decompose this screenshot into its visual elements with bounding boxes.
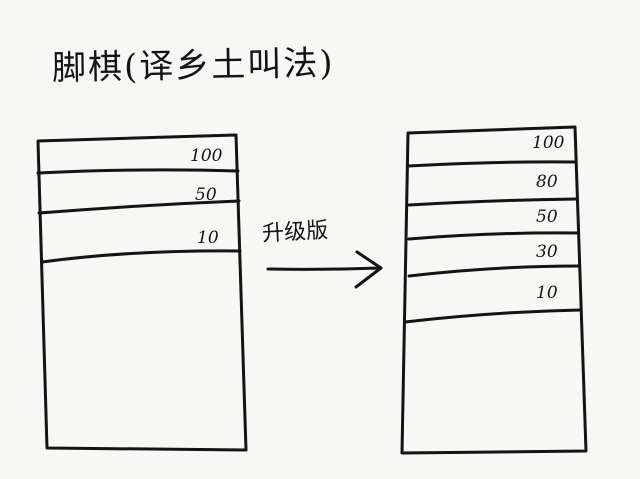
arrow-shaft <box>266 266 383 271</box>
left-stack-line-3 <box>40 249 242 264</box>
right-stack-line-1 <box>406 160 578 168</box>
right-stack-line-4 <box>407 264 581 278</box>
right-stack-label-10: 10 <box>536 283 558 303</box>
arrow-head <box>354 250 383 289</box>
left-stack-line-2 <box>37 199 241 215</box>
right-stack-label-80: 80 <box>536 172 558 192</box>
right-stack-line-5 <box>403 308 582 324</box>
upgrade-label: 升级版 <box>261 218 329 247</box>
right-stack-label-100: 100 <box>532 133 565 153</box>
right-stack-line-2 <box>407 197 579 207</box>
left-stack-line-1 <box>36 168 240 175</box>
left-stack-label-10: 10 <box>197 228 219 248</box>
right-stack-line-3 <box>407 231 580 241</box>
right-stack-label-30: 30 <box>536 242 558 262</box>
left-stack-label-100: 100 <box>190 146 223 166</box>
right-stack-box <box>400 125 588 455</box>
left-stack-box <box>36 133 248 452</box>
right-stack-label-50: 50 <box>536 207 558 227</box>
left-stack-label-50: 50 <box>195 185 217 205</box>
